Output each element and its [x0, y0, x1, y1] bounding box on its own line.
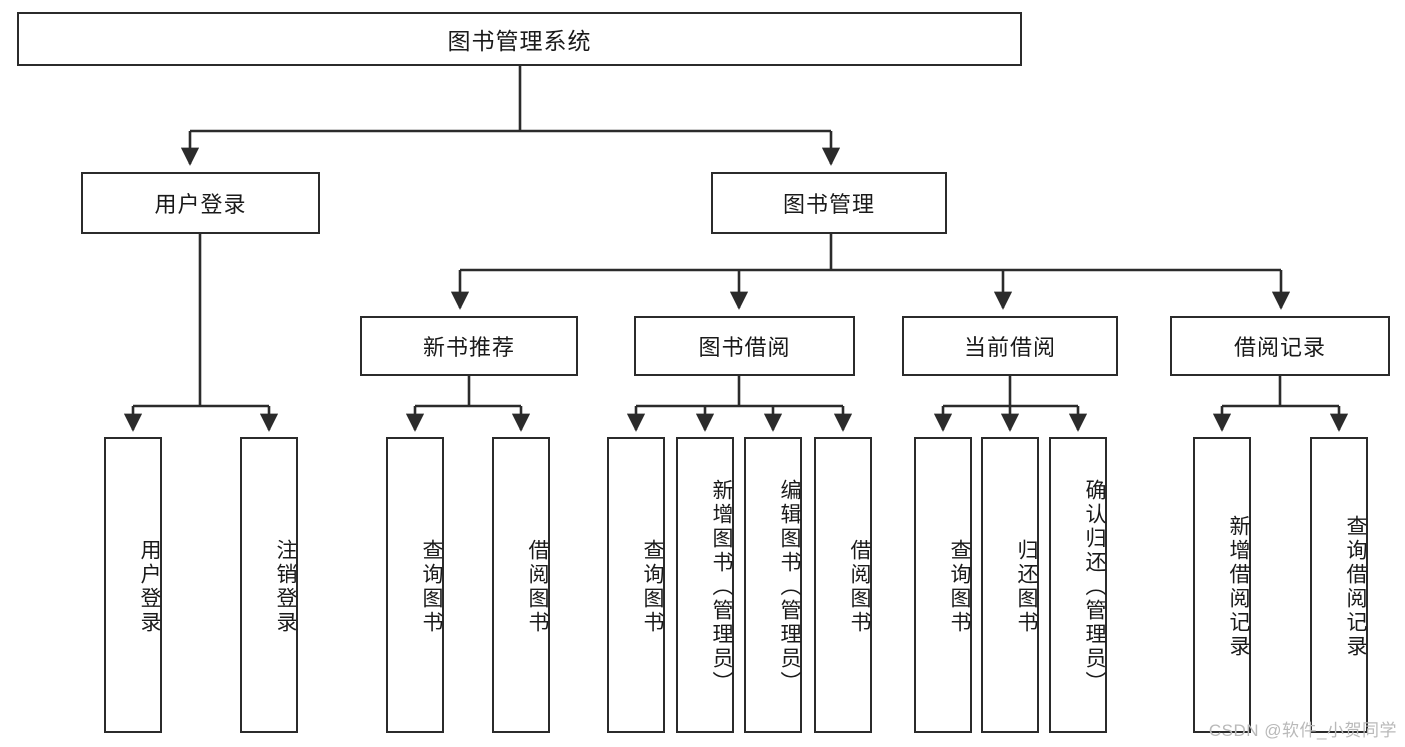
node-new-book-rec-label: 新书推荐 — [422, 335, 515, 360]
node-leaf-return-book-label: 归还图书 — [1015, 539, 1038, 635]
node-leaf-edit-book-label: 编辑图书（管理员） — [778, 479, 801, 695]
node-leaf-query-book-2[interactable]: 查询图书 — [607, 437, 665, 733]
node-leaf-add-book-label: 新增图书（管理员） — [710, 479, 733, 695]
node-leaf-user-logout[interactable]: 注销登录 — [240, 437, 298, 733]
node-book-manage-label: 图书管理 — [782, 192, 875, 217]
node-new-book-rec[interactable]: 新书推荐 — [360, 316, 578, 376]
node-leaf-query-book-2-label: 查询图书 — [641, 539, 664, 635]
node-user-login-label: 用户登录 — [154, 192, 247, 217]
node-leaf-user-login-label: 用户登录 — [138, 539, 161, 635]
node-current-borrow-label: 当前借阅 — [963, 335, 1056, 360]
node-leaf-query-record[interactable]: 查询借阅记录 — [1310, 437, 1368, 733]
node-leaf-borrow-book-2[interactable]: 借阅图书 — [814, 437, 872, 733]
node-book-manage[interactable]: 图书管理 — [711, 172, 947, 234]
node-borrow-record[interactable]: 借阅记录 — [1170, 316, 1390, 376]
node-leaf-query-record-label: 查询借阅记录 — [1344, 515, 1367, 659]
node-book-borrow-label: 图书借阅 — [698, 335, 791, 360]
node-leaf-confirm-return[interactable]: 确认归还（管理员） — [1049, 437, 1107, 733]
node-leaf-return-book[interactable]: 归还图书 — [981, 437, 1039, 733]
node-root-label: 图书管理系统 — [447, 28, 592, 54]
node-borrow-record-label: 借阅记录 — [1233, 335, 1326, 360]
node-leaf-query-book-3[interactable]: 查询图书 — [914, 437, 972, 733]
node-leaf-confirm-return-label: 确认归还（管理员） — [1083, 479, 1106, 695]
node-root[interactable]: 图书管理系统 — [17, 12, 1022, 66]
node-leaf-user-login[interactable]: 用户登录 — [104, 437, 162, 733]
node-leaf-add-record-label: 新增借阅记录 — [1227, 515, 1250, 659]
node-leaf-add-record[interactable]: 新增借阅记录 — [1193, 437, 1251, 733]
node-leaf-borrow-book-1-label: 借阅图书 — [526, 539, 549, 635]
node-leaf-borrow-book-1[interactable]: 借阅图书 — [492, 437, 550, 733]
node-leaf-query-book-1[interactable]: 查询图书 — [386, 437, 444, 733]
node-current-borrow[interactable]: 当前借阅 — [902, 316, 1118, 376]
watermark: CSDN @软件_小贺同学 — [1208, 721, 1397, 740]
node-leaf-user-logout-label: 注销登录 — [274, 539, 297, 635]
node-leaf-query-book-3-label: 查询图书 — [948, 539, 971, 635]
node-user-login[interactable]: 用户登录 — [81, 172, 320, 234]
node-leaf-edit-book[interactable]: 编辑图书（管理员） — [744, 437, 802, 733]
node-leaf-borrow-book-2-label: 借阅图书 — [848, 539, 871, 635]
node-book-borrow[interactable]: 图书借阅 — [634, 316, 855, 376]
node-leaf-add-book[interactable]: 新增图书（管理员） — [676, 437, 734, 733]
node-leaf-query-book-1-label: 查询图书 — [420, 539, 443, 635]
